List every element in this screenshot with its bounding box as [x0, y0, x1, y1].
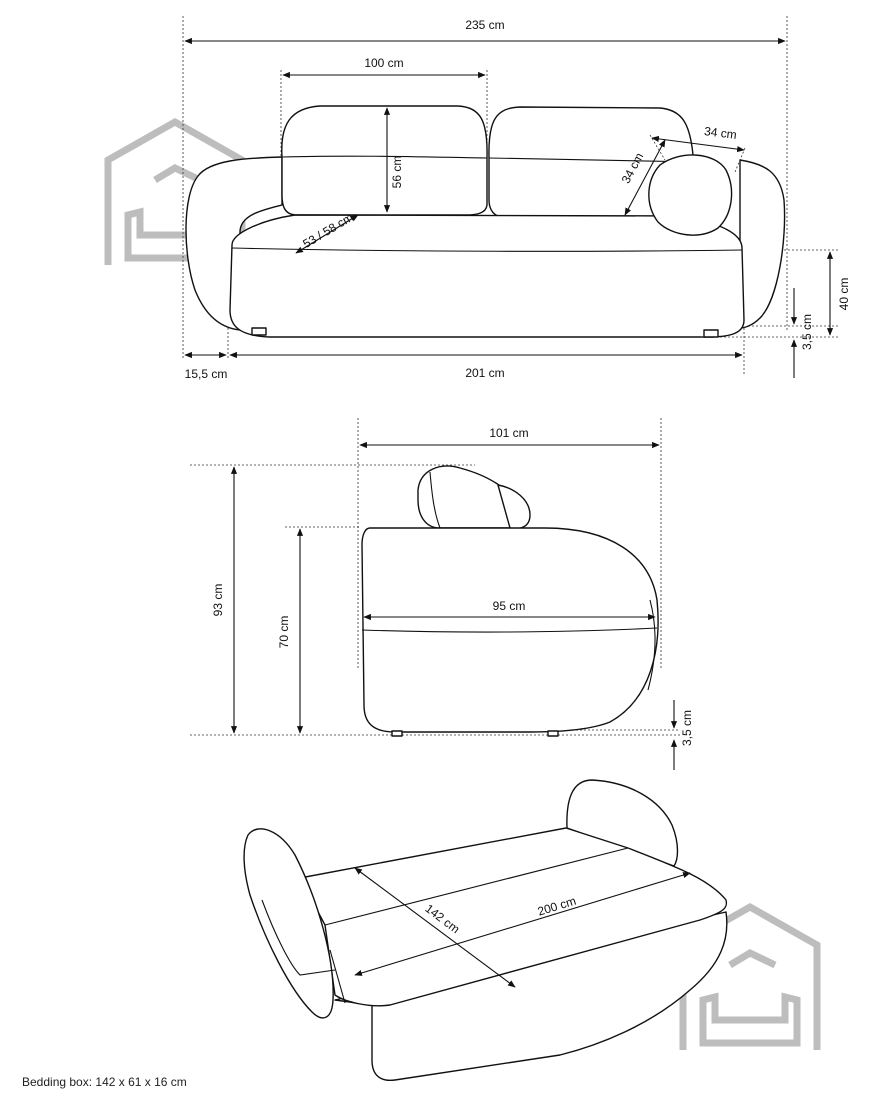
total-height-label: 93 cm	[211, 584, 225, 617]
far-armrest	[566, 779, 679, 867]
pillow	[648, 154, 733, 236]
bed-view: 142 cm 200 cm	[243, 779, 728, 1082]
bedding-box-caption: Bedding box: 142 x 61 x 16 cm	[22, 1075, 187, 1089]
leg	[547, 730, 559, 737]
front-view: 235 cm 100 cm 56 cm 53 / 58 cm 34 cm 34 …	[182, 16, 851, 381]
right-armrest	[739, 159, 786, 329]
depth-total-label: 101 cm	[489, 426, 528, 440]
back-cushion-left	[281, 105, 488, 216]
side-leg-height-label: 3,5 cm	[680, 710, 694, 746]
leg-height-label: 3,5 cm	[800, 314, 814, 350]
seat-cushion	[229, 214, 745, 338]
backrest-height-label: 70 cm	[277, 616, 291, 649]
total-width-label: 235 cm	[465, 18, 504, 32]
leg	[251, 327, 267, 336]
sofa-body-side	[361, 527, 659, 733]
side-view: 101 cm 95 cm 93 cm 70 cm 3,5 cm	[190, 418, 694, 770]
pillow-width-label: 34 cm	[703, 124, 737, 142]
side-seat-depth-label: 95 cm	[493, 599, 526, 613]
backrest-width-label: 100 cm	[364, 56, 403, 70]
seat-width-label: 201 cm	[465, 366, 504, 380]
armrest-width-label: 15,5 cm	[185, 367, 228, 381]
backrest-height-label: 56 cm	[390, 156, 404, 189]
leg	[703, 329, 719, 338]
leg	[391, 730, 403, 737]
seat-height-label: 40 cm	[837, 278, 851, 311]
near-armrest	[243, 828, 334, 1019]
